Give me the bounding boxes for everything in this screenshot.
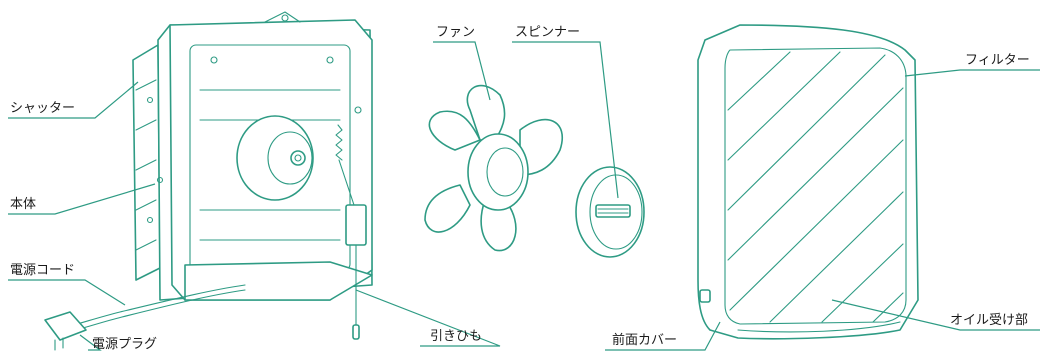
label-front-cover: 前面カバー — [612, 332, 677, 348]
label-filter: フィルター — [965, 53, 1030, 68]
power-cord-and-plug — [44, 284, 246, 351]
leader-lines — [8, 41, 1040, 351]
label-power-plug: 電源プラグ — [92, 337, 157, 352]
main-body-unit — [132, 11, 373, 340]
label-body: 本体 — [10, 197, 36, 212]
spinner-cap — [575, 166, 645, 258]
label-spinner: スピンナー — [515, 25, 580, 40]
label-shutter: シャッター — [10, 101, 75, 116]
front-cover — [697, 24, 919, 340]
label-pull-cord: 引きひも — [430, 329, 482, 344]
label-fan: ファン — [436, 25, 475, 40]
label-oil-tray: オイル受け部 — [950, 313, 1028, 328]
fan-blade — [424, 84, 563, 252]
label-power-cord: 電源コード — [10, 263, 75, 278]
